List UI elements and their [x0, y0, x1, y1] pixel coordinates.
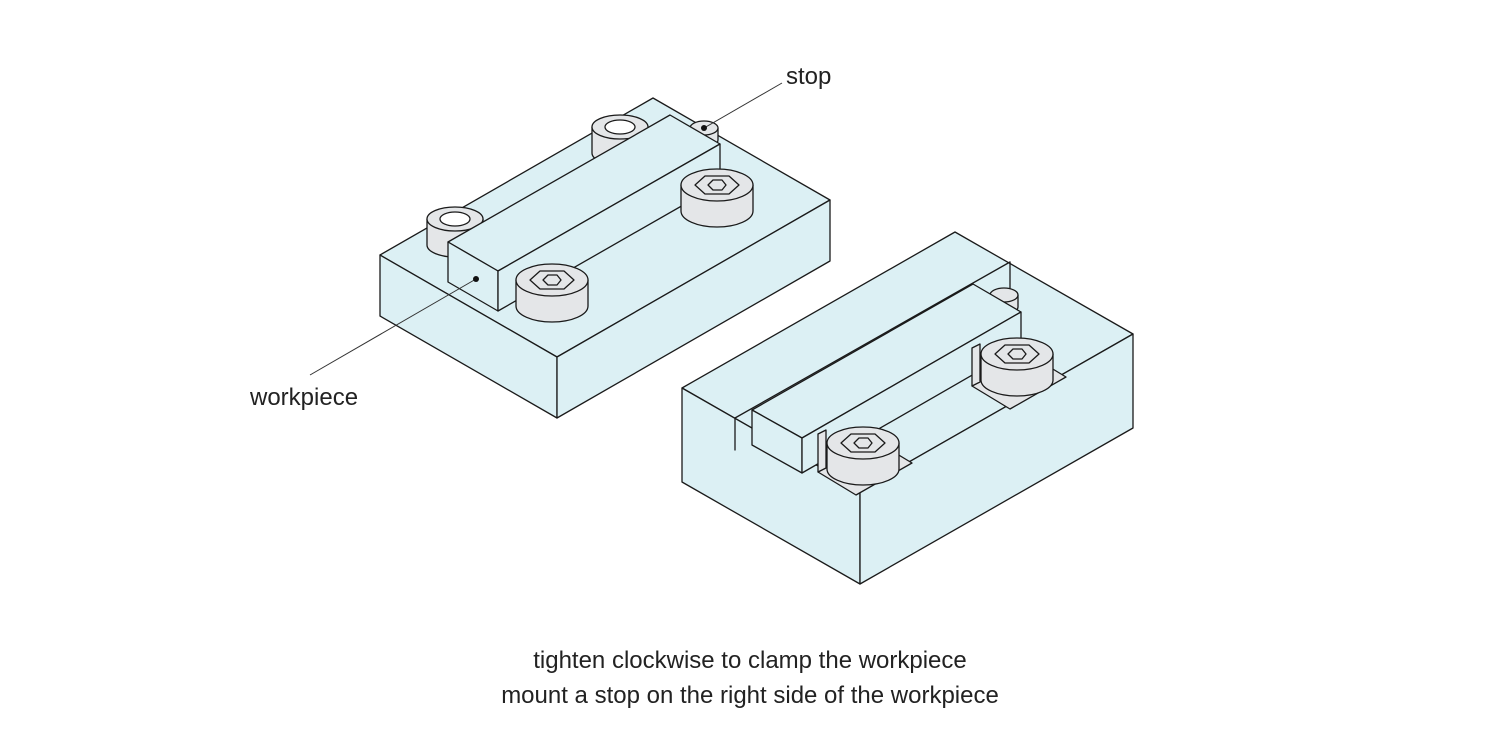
right-assembly: [681, 231, 1134, 585]
hex-socket-bolt-icon: [680, 168, 754, 228]
left-assembly: [309, 82, 831, 419]
hex-socket-bolt-icon: [826, 426, 900, 486]
hex-socket-bolt-icon: [515, 263, 589, 323]
caption-line-2: mount a stop on the right side of the wo…: [501, 682, 999, 709]
workpiece-leader: [309, 276, 479, 376]
caption-line-1: tighten clockwise to clamp the workpiece: [533, 647, 967, 674]
label-workpiece: workpiece: [249, 384, 358, 411]
hex-socket-bolt-icon: [980, 337, 1054, 397]
stop-leader: [701, 82, 783, 131]
label-stop: stop: [786, 63, 831, 90]
